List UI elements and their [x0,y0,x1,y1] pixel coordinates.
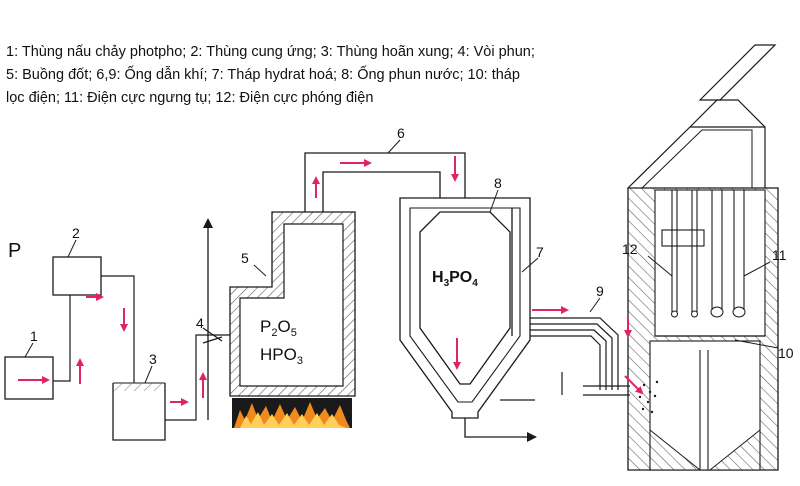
label-8: 8 [494,175,502,191]
label-12: 12 [622,241,638,257]
burner-flame [232,398,352,428]
electrodes-11-12: 12 11 [622,190,787,318]
formula-p2o5: P2O5 [260,317,297,339]
phosphorus-label: P [8,240,21,262]
label-10: 10 [778,345,794,361]
label-9: 9 [596,283,604,299]
label-7: 7 [536,244,544,260]
gas-duct-6: 6 [304,125,466,212]
pipe-2-3 [101,275,135,383]
label-5: 5 [241,250,249,266]
label-6: 6 [397,125,405,141]
gas-duct-9: 9 [500,283,630,401]
combustion-chamber-5: 5 P2O5 HPO3 [229,211,356,397]
buffer-tank-3: 3 [112,351,189,441]
label-3: 3 [149,351,157,367]
pipe-3-4 [165,334,230,421]
legend-line-3: lọc điện; 11: Điện cực ngưng tụ; 12: Điệ… [6,90,374,106]
legend-line-1: 1: Thùng nấu chảy photpho; 2: Thùng cung… [6,44,535,60]
label-11: 11 [772,247,787,263]
melting-tank-1: 1 [4,328,54,400]
label-4: 4 [196,315,204,331]
sprayer-4: 4 [196,315,223,344]
hydration-tower-7: 8 7 H3PO4 [399,175,544,442]
label-2: 2 [72,225,80,241]
label-1: 1 [30,328,38,344]
formula-h3po4: H3PO4 [432,269,478,289]
formula-hpo3: HPO3 [260,345,303,367]
legend-line-2: 5: Buồng đốt; 6,9: Ống dẫn khí; 7: Tháp … [6,67,520,83]
pipe-1-2 [53,295,71,382]
precipitator-tower-10: 10 [624,44,794,471]
supply-tank-2: 2 [52,225,104,301]
